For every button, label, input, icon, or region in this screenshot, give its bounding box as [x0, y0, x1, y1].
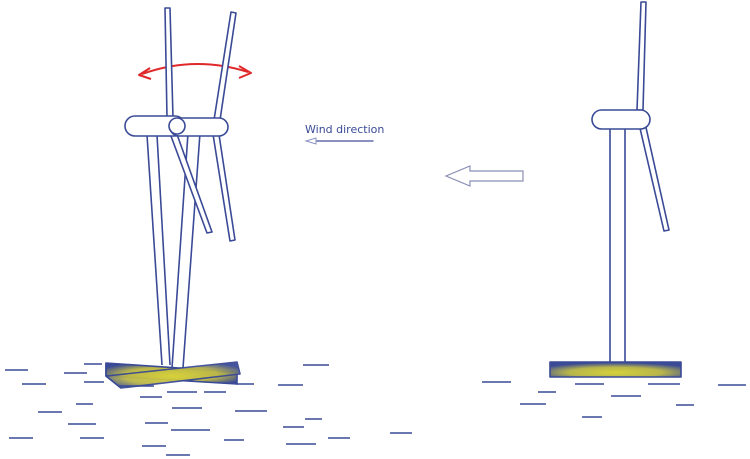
wind-direction-label: Wind direction	[305, 123, 384, 136]
pitching-floating-platform	[105, 361, 241, 389]
wind-direction-thin-arrow	[304, 137, 374, 145]
wind-direction-indicator: Wind direction	[304, 123, 524, 187]
tower-position-a	[146, 134, 171, 366]
upright-turbine	[549, 1, 682, 378]
pitch-rotation-arrow	[138, 62, 252, 80]
hub-position-a	[168, 117, 186, 135]
water-surface-right	[482, 381, 746, 418]
wind-direction-block-arrow	[444, 165, 524, 187]
upright-nacelle	[591, 109, 651, 130]
upright-tower	[609, 129, 626, 362]
water-surface-left	[5, 363, 412, 456]
blades-position-a	[164, 7, 213, 234]
upright-floating-platform	[549, 361, 682, 378]
pitching-turbine	[105, 7, 252, 389]
